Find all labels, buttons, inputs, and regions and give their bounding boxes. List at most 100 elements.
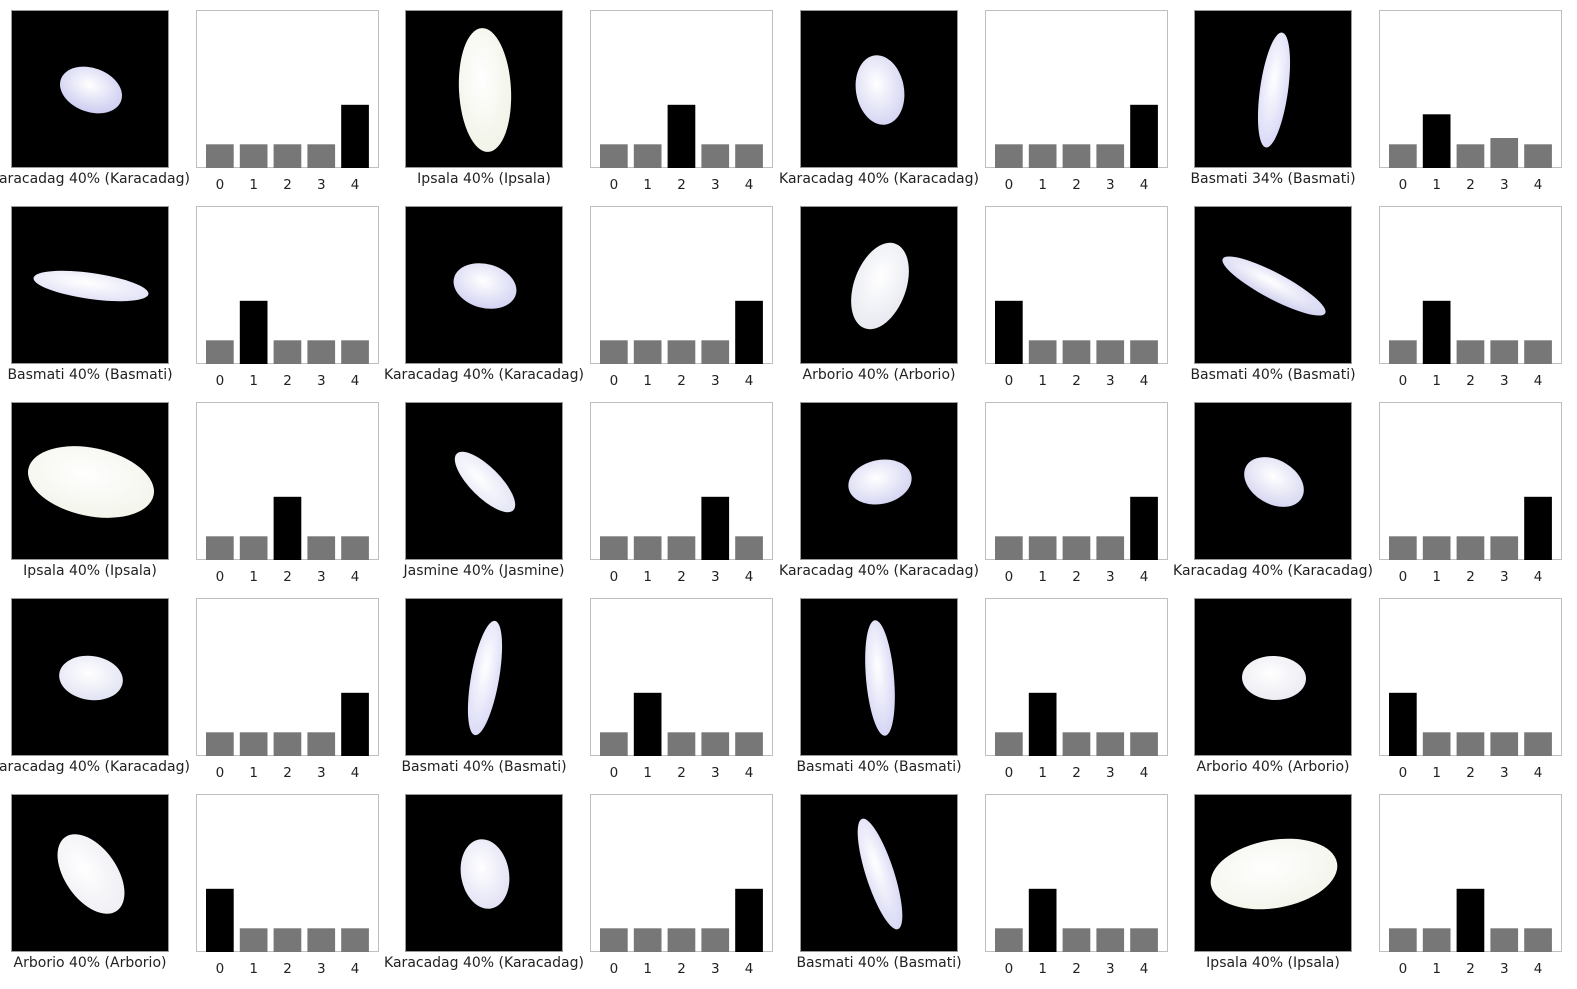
x-tick-label: 3 — [1106, 569, 1115, 585]
bar-2 — [273, 144, 302, 168]
x-tick-label: 0 — [1399, 177, 1408, 193]
bar-4 — [1130, 104, 1158, 168]
x-tick-label: 4 — [1534, 765, 1543, 781]
bar-4 — [735, 144, 763, 168]
rice-grain — [857, 818, 903, 930]
bar-3 — [1096, 928, 1125, 952]
bar-2 — [1062, 732, 1091, 756]
prediction-caption: Karacadag 40% (Karacadag) — [779, 171, 979, 187]
x-tick-label: 1 — [1038, 373, 1047, 389]
x-tick-label: 1 — [1038, 961, 1047, 977]
bar-3 — [307, 340, 336, 364]
prediction-caption: Basmati 40% (Basmati) — [7, 367, 173, 383]
x-tick-label: 3 — [1106, 373, 1115, 389]
bar-1 — [1422, 300, 1451, 364]
x-tick-label: 4 — [351, 961, 360, 977]
bar-3 — [1490, 138, 1519, 168]
bar-1 — [1028, 340, 1057, 364]
bar-2 — [667, 340, 696, 364]
bar-1 — [1028, 536, 1057, 560]
bar-2 — [1456, 340, 1485, 364]
x-tick-label: 0 — [1005, 373, 1014, 389]
grain-image — [800, 598, 958, 756]
x-tick-label: 2 — [1466, 765, 1475, 781]
x-tick-label: 3 — [317, 177, 326, 193]
bar-0 — [995, 928, 1023, 952]
prediction-caption: Ipsala 40% (Ipsala) — [417, 171, 551, 187]
prediction-caption: Karacadag 40% (Karacadag) — [384, 955, 584, 971]
bar-0 — [995, 536, 1023, 560]
bar-4 — [1130, 928, 1158, 952]
bar-4 — [1130, 340, 1158, 364]
bar-4 — [1524, 928, 1552, 952]
x-tick-label: 1 — [643, 765, 652, 781]
x-tick-label: 0 — [216, 569, 225, 585]
rice-grain — [1242, 655, 1306, 701]
prediction-caption: Basmati 40% (Basmati) — [796, 955, 962, 971]
grain-image — [1194, 10, 1352, 168]
bar-4 — [341, 692, 369, 756]
x-tick-label: 4 — [351, 765, 360, 781]
x-tick-label: 2 — [1466, 373, 1475, 389]
x-tick-label: 0 — [1399, 765, 1408, 781]
x-tick-label: 0 — [216, 961, 225, 977]
x-tick-label: 4 — [1534, 961, 1543, 977]
x-tick-label: 0 — [1005, 961, 1014, 977]
x-tick-label: 4 — [1140, 569, 1149, 585]
bar-2 — [1456, 536, 1485, 560]
bar-1 — [1422, 928, 1451, 952]
bar-4 — [341, 104, 369, 168]
x-tick-label: 4 — [1534, 569, 1543, 585]
bar-1 — [633, 144, 662, 168]
x-tick-label: 1 — [643, 373, 652, 389]
x-tick-label: 0 — [1005, 177, 1014, 193]
rice-grain — [460, 839, 510, 909]
bar-2 — [273, 496, 302, 560]
x-tick-label: 0 — [1399, 569, 1408, 585]
bar-2 — [1456, 732, 1485, 756]
plot-frame — [590, 598, 773, 756]
prediction-caption: Karacadag 40% (Karacadag) — [0, 171, 190, 187]
plot-frame — [590, 402, 773, 560]
x-tick-label: 3 — [711, 961, 720, 977]
grain-image — [11, 794, 169, 952]
bar-4 — [735, 732, 763, 756]
bar-3 — [1096, 732, 1125, 756]
bar-0 — [600, 928, 628, 952]
grain-image — [800, 206, 958, 364]
rice-grain — [458, 28, 512, 152]
prediction-caption: Ipsala 40% (Ipsala) — [23, 563, 157, 579]
prediction-caption: Ipsala 40% (Ipsala) — [1206, 955, 1340, 971]
prediction-caption: Basmati 40% (Basmati) — [401, 759, 567, 775]
bar-0 — [206, 536, 234, 560]
x-tick-label: 3 — [1500, 373, 1509, 389]
x-tick-label: 2 — [1466, 177, 1475, 193]
x-tick-label: 3 — [1106, 961, 1115, 977]
x-tick-label: 0 — [1399, 373, 1408, 389]
x-tick-label: 2 — [1466, 961, 1475, 977]
rice-grain — [57, 834, 125, 914]
rice-grain — [33, 270, 149, 302]
x-tick-label: 3 — [711, 765, 720, 781]
x-tick-label: 1 — [1432, 765, 1441, 781]
bar-2 — [273, 340, 302, 364]
rice-grain — [1257, 32, 1291, 148]
bar-0 — [600, 732, 628, 756]
bar-3 — [701, 340, 730, 364]
bar-1 — [633, 692, 662, 756]
x-tick-label: 0 — [216, 373, 225, 389]
x-tick-label: 1 — [249, 765, 258, 781]
x-tick-label: 4 — [745, 373, 754, 389]
bar-0 — [1389, 144, 1417, 168]
rice-grain — [1222, 256, 1326, 316]
x-tick-label: 3 — [317, 961, 326, 977]
bar-1 — [1422, 536, 1451, 560]
x-tick-label: 1 — [249, 961, 258, 977]
bar-2 — [1062, 340, 1091, 364]
